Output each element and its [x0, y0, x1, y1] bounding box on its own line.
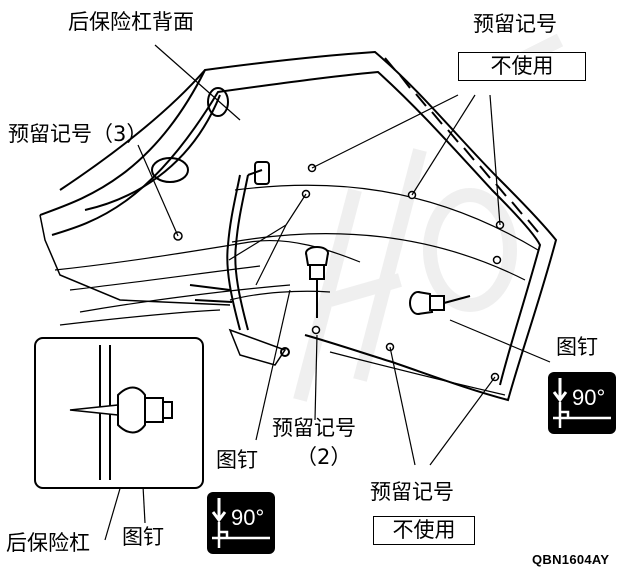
reserved-mark-dot	[492, 255, 502, 265]
angle-badge-bottom-value: 90°	[231, 505, 265, 530]
label-not-used-top: 不使用	[458, 52, 586, 81]
label-reserved-mark-3: 预留记号（3）	[8, 122, 148, 146]
angle-badge-bottom: 90°	[207, 492, 275, 554]
angle-90-icon	[552, 378, 611, 428]
label-clip-inset: 图钉	[122, 525, 164, 549]
reserved-mark-dot	[311, 325, 321, 335]
angle-badge-right: 90°	[548, 372, 616, 434]
inset-detail	[34, 337, 204, 489]
clip-right	[409, 291, 471, 315]
angle-90-icon	[211, 498, 270, 548]
label-reserved-mark-2-number: （2）	[296, 445, 352, 469]
label-bumper-back: 后保险杠背面	[68, 10, 194, 34]
bumper-shell	[39, 50, 558, 402]
label-clip-lower: 图钉	[216, 448, 258, 472]
label-reserved-mark-2: 预留记号	[272, 416, 356, 440]
label-not-used-bottom: 不使用	[373, 516, 475, 545]
label-clip-right: 图钉	[556, 335, 598, 359]
clip-upper	[305, 246, 329, 318]
wire-harness	[189, 161, 290, 366]
label-reserved-mark-top: 预留记号	[473, 12, 557, 36]
figure-code: QBN1604AY	[532, 552, 610, 567]
angle-badge-right-value: 90°	[572, 385, 606, 410]
label-rear-bumper: 后保险杠	[6, 531, 90, 555]
label-reserved-mark-bottom: 预留记号	[370, 480, 454, 504]
